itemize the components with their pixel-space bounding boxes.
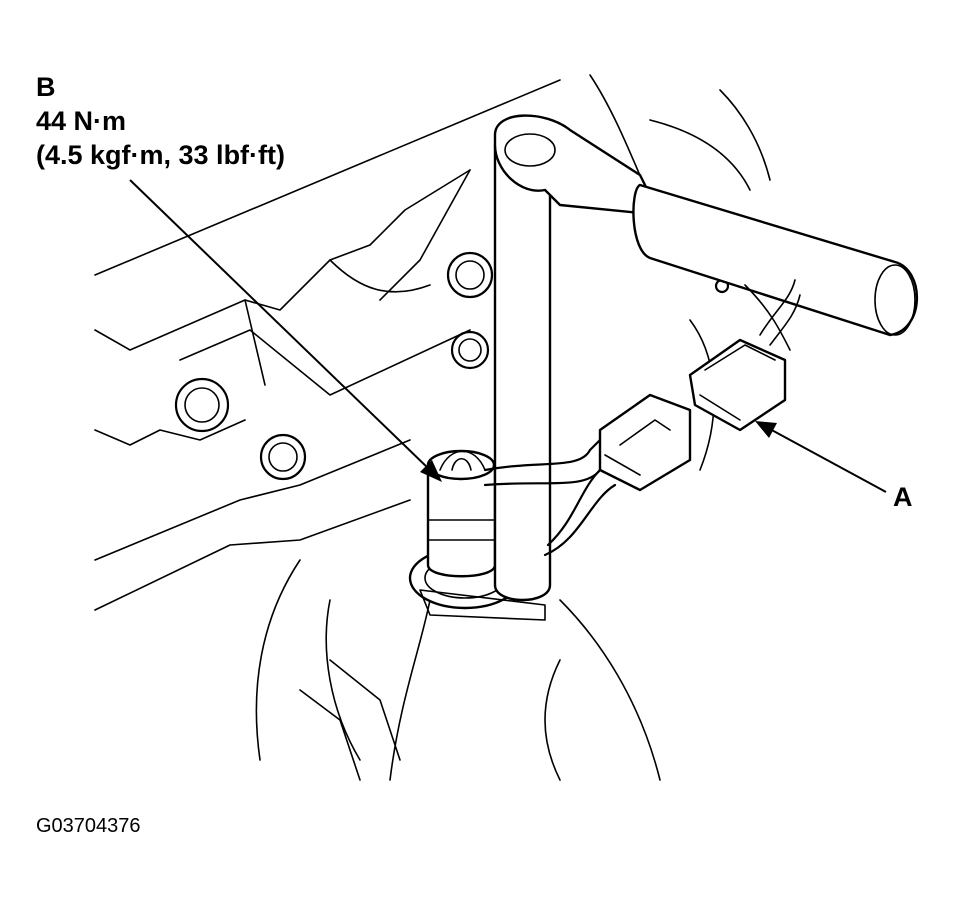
intermediate-connector (598, 393, 692, 492)
connector-a (688, 279, 801, 432)
leader-b (129, 179, 431, 471)
callout-b-torque-nm: 44 N·m (36, 106, 127, 136)
engine-bolt-bosses (174, 251, 730, 481)
socket-wrench (419, 114, 919, 621)
sensor-wiring (483, 428, 622, 557)
figure-id: G03704376 (36, 815, 141, 837)
arrowhead-a (755, 421, 777, 438)
callout-a-letter: A (893, 482, 913, 512)
arrowhead-b (420, 460, 442, 482)
engine-block-outline (94, 74, 771, 781)
callout-b-letter: B (36, 72, 56, 102)
leader-a (767, 427, 887, 493)
leader-lines (129, 179, 887, 493)
callout-b-torque-alt: (4.5 kgf·m, 33 lbf·ft) (36, 140, 286, 170)
